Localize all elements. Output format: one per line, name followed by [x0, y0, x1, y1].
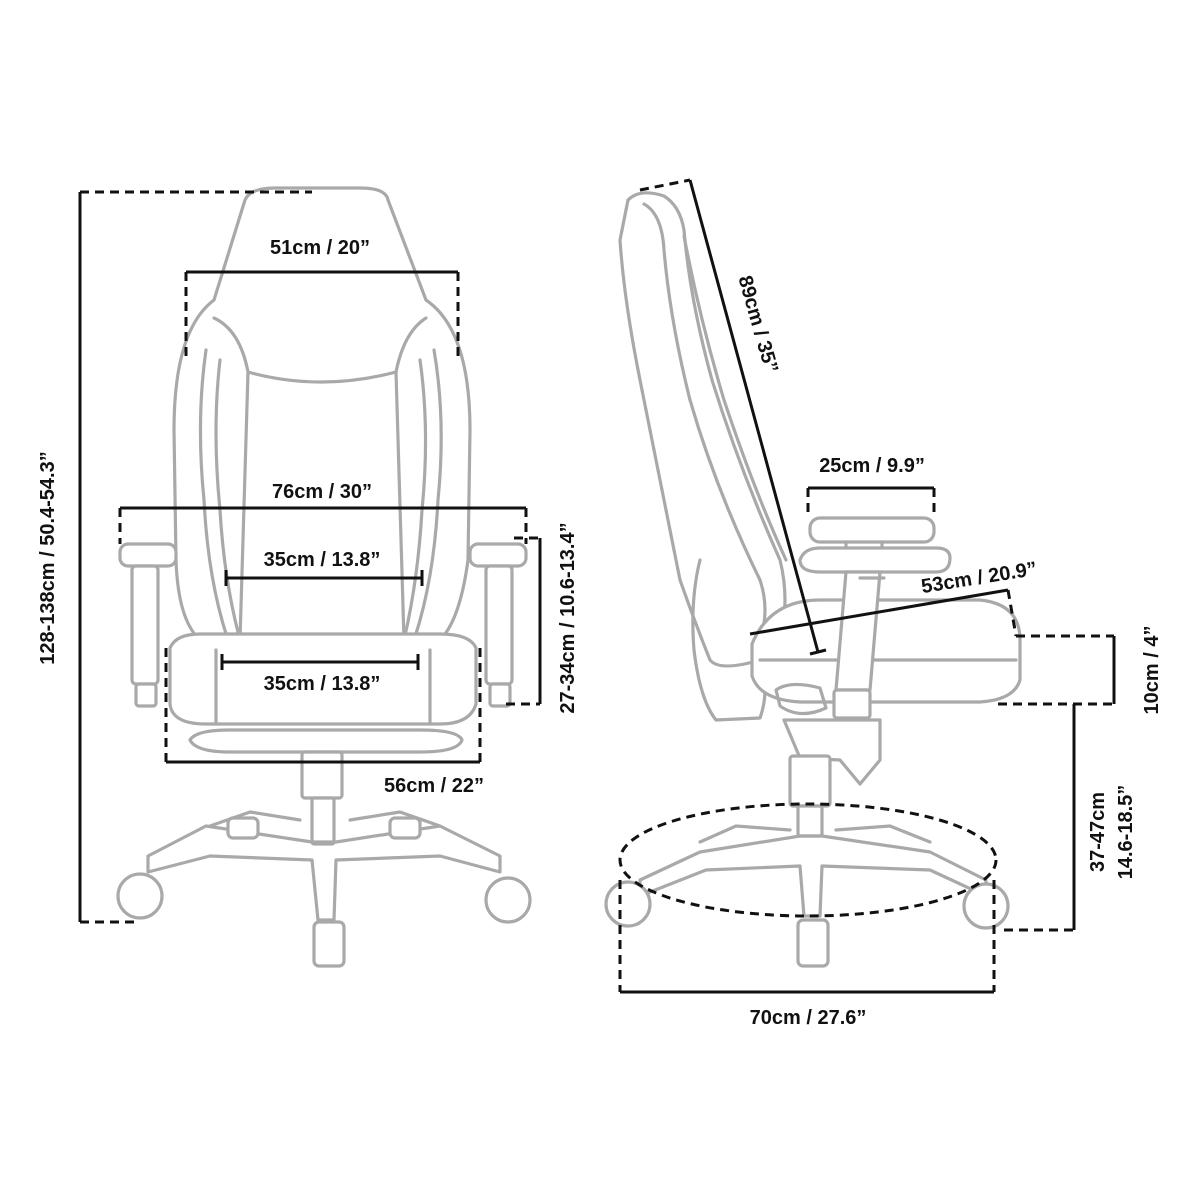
side-dimension-lines	[618, 178, 1116, 994]
seat-height-label-line1: 37-47cm	[1087, 792, 1109, 872]
total-height-label: 128-138cm / 50.4-54.3”	[37, 451, 59, 665]
base-width-label: 56cm / 22”	[384, 775, 484, 797]
seat-width-label: 35cm / 13.8”	[264, 673, 381, 695]
side-chair-outline	[604, 191, 1022, 968]
front-chair-outline	[116, 186, 532, 968]
backrest-width-label: 35cm / 13.8”	[264, 549, 381, 571]
backrest-height-label: 89cm / 35”	[733, 273, 782, 375]
armrest-height-label: 27-34cm / 10.6-13.4”	[557, 522, 579, 713]
base-diameter-label: 70cm / 27.6”	[750, 1007, 867, 1029]
overall-width-label: 76cm / 30”	[272, 481, 372, 503]
armrest-length-label: 25cm / 9.9”	[819, 455, 925, 477]
headrest-width-label: 51cm / 20”	[270, 237, 370, 259]
front-dimension-lines	[78, 190, 542, 924]
seat-height-label-line2: 14.6-18.5”	[1115, 785, 1137, 880]
seat-thickness-label: 10cm / 4”	[1141, 626, 1163, 715]
